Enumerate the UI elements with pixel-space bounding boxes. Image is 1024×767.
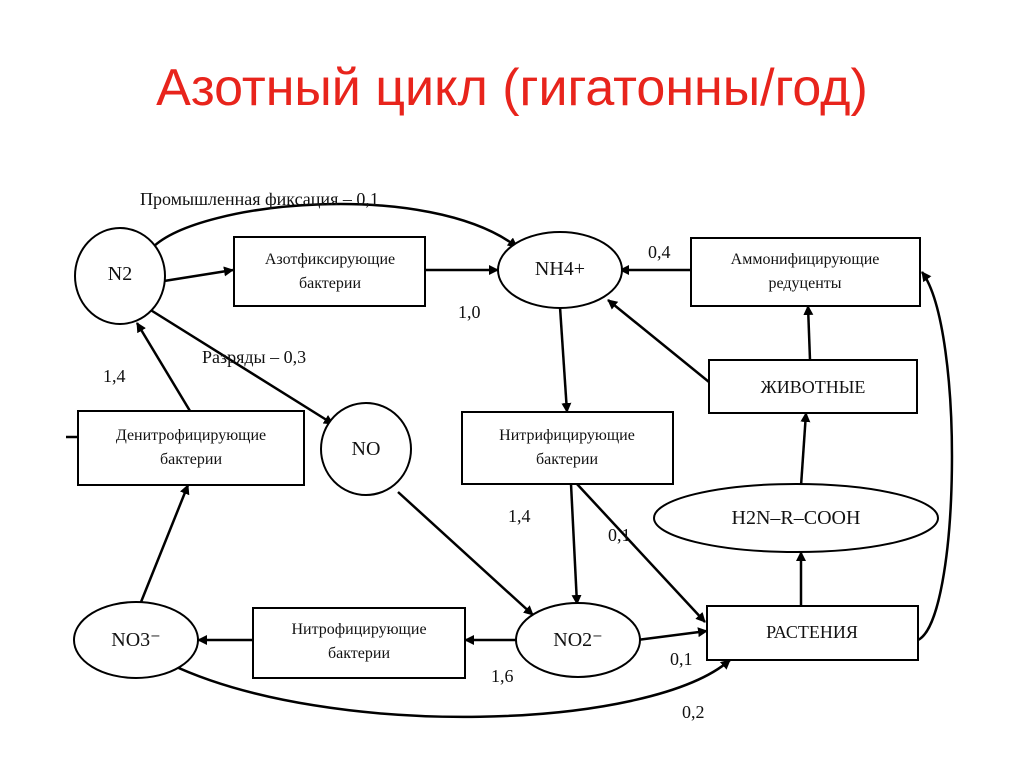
no-node [320, 402, 412, 496]
lightning-label: Разряды – 0,3 [202, 347, 306, 367]
arrow-animals-to-nh4 [607, 299, 710, 383]
nitrifying-bacteria-box [461, 411, 674, 485]
nitrogen-fixing-bacteria-line2: бактерии [299, 275, 361, 292]
arrow-no-to-no2 [397, 491, 534, 616]
no3-to-plants-value: 0,2 [682, 702, 705, 722]
no2-to-plants-value: 0,1 [670, 649, 693, 669]
nitr-to-plants-value: 0,1 [608, 525, 631, 545]
arrows [66, 202, 954, 719]
arrow-no3-to-denitrifying [135, 484, 190, 613]
arrow-amino-acid-to-animals [799, 412, 811, 487]
no-label: NO [352, 438, 381, 460]
amino-acid-node [653, 483, 939, 553]
plants-label: РАСТЕНИЯ [766, 622, 858, 642]
arrow-plants-to-ammonifying [917, 271, 954, 642]
denitrifying-bacteria-box [77, 410, 305, 486]
nitrofying-bacteria-line1: Нитрофицирующие [291, 621, 426, 638]
arrow-nitrifying-to-plants [576, 483, 706, 623]
denitrifying-bacteria-line1: Денитрофицирующие [116, 427, 266, 444]
arrow-n2-to-no [148, 307, 334, 426]
no2-to-no3-value: 1,6 [491, 666, 514, 686]
page-title: Азотный цикл (гигатонны/год) [156, 59, 868, 117]
arrow-nh4-to-nitrifying [558, 306, 572, 413]
animals-box [708, 359, 918, 414]
ammonifying-decomposers-line1: Аммонифицирующие [731, 251, 880, 268]
nitrogen-fixing-bacteria-line1: Азотфиксирующие [265, 251, 395, 268]
nh4-node [497, 231, 623, 309]
industrial-fixation-label: Промышленная фиксация – 0,1 [140, 189, 379, 209]
ammonifying-decomposers-line2: редуценты [769, 275, 842, 292]
arrow-no3-to-plants [169, 659, 731, 719]
arrow-animals-to-ammonifying [803, 305, 814, 361]
arrow-industrial-fixation [151, 202, 518, 249]
denit-to-n2-value: 1,4 [103, 366, 126, 386]
ammonifying-decomposers-box [690, 237, 921, 307]
ammon-to-nh4-value: 0,4 [648, 242, 671, 262]
arrow-n2-to-fixing-bacteria [163, 266, 234, 283]
nitrofying-bacteria-box [252, 607, 466, 679]
arrow-no2-to-plants [636, 627, 708, 642]
no3-node [73, 601, 199, 679]
arrow-denitrifying-to-n2 [135, 322, 192, 412]
no2-label: NO2⁻ [553, 629, 602, 651]
amino-acid-label: H2N–R–COOH [732, 507, 861, 529]
n2-label: N2 [108, 263, 132, 285]
animals-label: ЖИВОТНЫЕ [761, 377, 866, 397]
nitrofying-bacteria-line2: бактерии [328, 645, 390, 662]
denitrifying-bacteria-line2: бактерии [160, 451, 222, 468]
arrow-nitrifying-to-no2 [569, 483, 582, 605]
fix-to-nh4-value: 1,0 [458, 302, 481, 322]
nitrifying-bacteria-line2: бактерии [536, 451, 598, 468]
nitrifying-bacteria-line1: Нитрифицирующие [499, 427, 635, 444]
nitr-to-no2-value: 1,4 [508, 506, 531, 526]
nh4-label: NH4+ [535, 258, 585, 280]
nitrogen-fixing-bacteria-box [233, 236, 426, 307]
n2-node [74, 227, 166, 325]
plants-box [706, 605, 919, 661]
no3-label: NO3⁻ [111, 629, 160, 651]
no2-node [515, 602, 641, 678]
